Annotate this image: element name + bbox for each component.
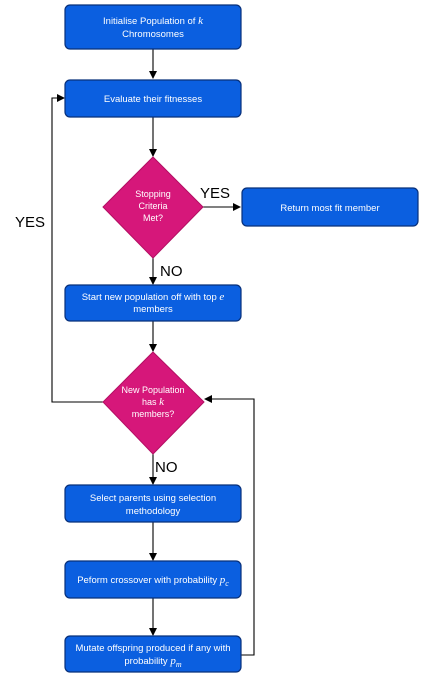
node-mutate-offspring: Mutate offspring produced if any with pr… [64,635,242,673]
node-initialise-text-1: Initialise Population of k [103,15,204,27]
node-crossover-text: Peform crossover with probability pc [77,574,229,588]
node-mutate-text-2: probability pm [124,655,181,669]
decision-hask-text-2: has k [142,396,165,408]
decision-stopping-text-2: Criteria [138,201,167,211]
edge-hask-yes-loop-to-evaluate [51,94,103,403]
node-newpop-text-1: Start new population off with top e [82,291,225,303]
decision-stopping-text-3: Met? [143,213,163,223]
decision-stopping-text-1: Stopping [135,189,171,199]
node-select-text-2: methodology [126,506,181,517]
node-evaluate-text: Evaluate their fitnesses [104,94,202,105]
edge-label-stop-no: NO [160,263,183,280]
decision-hask-text-1: New Population [121,385,184,395]
node-mutate-text-1: Mutate offspring produced if any with [75,643,230,654]
edge-label-hask-no: NO [155,459,178,476]
node-select-text-1: Select parents using selection [90,493,216,504]
decision-stopping-criteria: Stopping Criteria Met? [102,156,204,259]
decision-has-k-members: New Population has k members? [102,351,205,455]
node-start-new-population: Start new population off with top e memb… [64,284,242,322]
node-return-text: Return most fit member [280,203,379,214]
node-evaluate-fitnesses: Evaluate their fitnesses [64,79,242,118]
edge-label-hask-yes: YES [15,214,45,231]
edges [51,49,255,656]
node-newpop-text-2: members [133,304,173,315]
edge-mutate-loop-to-hask [204,395,255,656]
node-return-most-fit: Return most fit member [241,187,419,227]
node-crossover: Peform crossover with probability pc [64,560,242,599]
edge-label-stop-yes: YES [200,185,230,202]
node-initialise-population: Initialise Population of k Chromosomes [64,4,242,50]
node-initialise-text-2: Chromosomes [122,29,184,40]
node-select-parents: Select parents using selection methodolo… [64,484,242,523]
decision-hask-text-3: members? [132,409,175,419]
